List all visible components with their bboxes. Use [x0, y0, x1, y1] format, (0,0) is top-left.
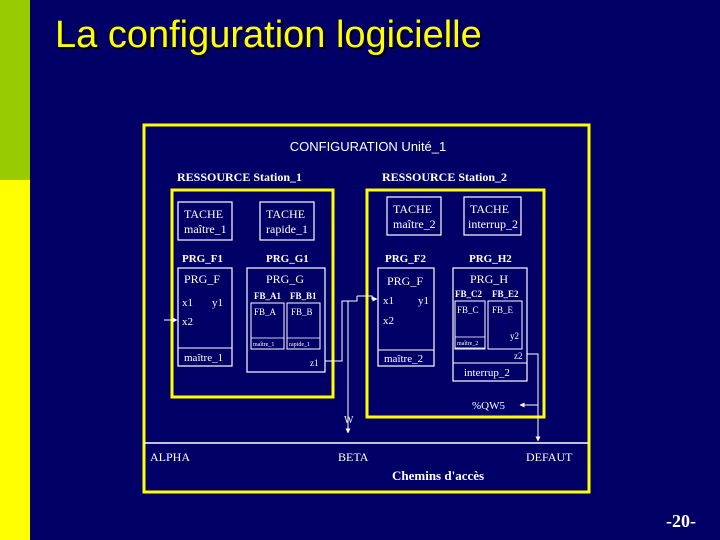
task-box-rapide-1 — [259, 201, 315, 241]
fb-box-fb-e — [487, 300, 523, 350]
program-name: PRG_F1 — [182, 253, 223, 265]
connector-z1-to-w — [325, 296, 358, 362]
page-number: -20- — [666, 511, 696, 531]
program-input: x2 — [383, 315, 394, 327]
fb-box-fb-c — [454, 300, 486, 350]
connector-z2 — [527, 353, 539, 405]
program-name: PRG_G1 — [266, 253, 309, 265]
program-output: y1 — [212, 297, 223, 309]
task-label: TACHE — [184, 207, 223, 221]
slide-title: La configuration logicielle — [55, 14, 482, 56]
program-input: x1 — [182, 297, 193, 309]
task-box-maitre-1 — [177, 201, 233, 241]
fb-instance: FB_B1 — [290, 291, 317, 301]
accent-bar-yellow — [0, 180, 30, 540]
arrow-to-x1-prg-f2 — [357, 295, 378, 302]
program-box-prg-g1 — [246, 267, 326, 373]
fb-instance: FB_E2 — [492, 289, 519, 299]
fb-instance: FB_C2 — [455, 289, 483, 299]
configuration-label: CONFIGURATION Unité_1 — [290, 139, 447, 154]
task-name: interrup_2 — [468, 217, 518, 231]
task-label: TACHE — [470, 202, 509, 216]
fb-task-box — [250, 337, 285, 350]
fb-task: maître_1 — [253, 342, 274, 348]
program-task-box — [177, 347, 233, 367]
task-label: TACHE — [393, 202, 432, 216]
resource-label-station-2: RESSOURCE Station_2 — [382, 170, 507, 184]
task-box-maitre-2 — [386, 196, 442, 236]
qw5-label: %QW5 — [472, 400, 505, 412]
access-path-beta: BETA — [338, 450, 369, 464]
fb-task-box — [454, 336, 486, 349]
task-name: rapide_1 — [266, 222, 308, 236]
resource-frame-station-1 — [170, 188, 335, 399]
task-name: maître_2 — [393, 217, 436, 231]
program-input: x1 — [383, 295, 394, 307]
program-task-box — [377, 349, 435, 367]
program-box-title: PRG_F — [184, 272, 220, 286]
program-input: x2 — [182, 316, 193, 328]
task-box-interrup-2 — [463, 196, 522, 236]
access-path-defaut: DEFAUT — [526, 450, 573, 464]
fb-task-box — [286, 337, 321, 350]
task-label: TACHE — [266, 207, 305, 221]
fb-task: maître_2 — [457, 341, 478, 347]
program-task: maître_2 — [384, 353, 423, 365]
program-box-title: PRG_G — [266, 272, 304, 286]
program-box-title: PRG_F — [387, 274, 423, 288]
fb-type: FB_C — [457, 305, 479, 315]
program-output: z1 — [310, 358, 319, 368]
fb-type: FB_B — [291, 307, 313, 317]
access-path-alpha: ALPHA — [150, 450, 190, 464]
resource-frame-station-2 — [365, 188, 546, 419]
access-path-caption: Chemins d'accès — [392, 468, 484, 483]
fb-type: FB_A — [254, 307, 277, 317]
program-output: y1 — [418, 295, 429, 307]
program-task: interrup_2 — [464, 367, 510, 379]
resource-label-station-1: RESSOURCE Station_1 — [177, 170, 302, 184]
fb-task: rapide_1 — [289, 342, 310, 348]
program-task-box — [452, 362, 528, 382]
program-task: maître_1 — [184, 352, 223, 364]
fb-instance: FB_A1 — [254, 291, 282, 301]
accent-bar-green — [0, 0, 30, 180]
configuration-frame — [142, 123, 591, 494]
task-name: maître_1 — [184, 222, 227, 236]
program-box-title: PRG_H — [470, 272, 508, 286]
program-output: z2 — [514, 351, 523, 361]
w-label: W — [344, 415, 354, 426]
configuration-diagram: CONFIGURATION Unité_1 RESSOURCE Station_… — [142, 123, 591, 494]
program-name: PRG_H2 — [469, 253, 512, 265]
fb-type: FB_E — [492, 305, 514, 315]
program-name: PRG_F2 — [385, 253, 426, 265]
program-output: y2 — [510, 331, 519, 341]
